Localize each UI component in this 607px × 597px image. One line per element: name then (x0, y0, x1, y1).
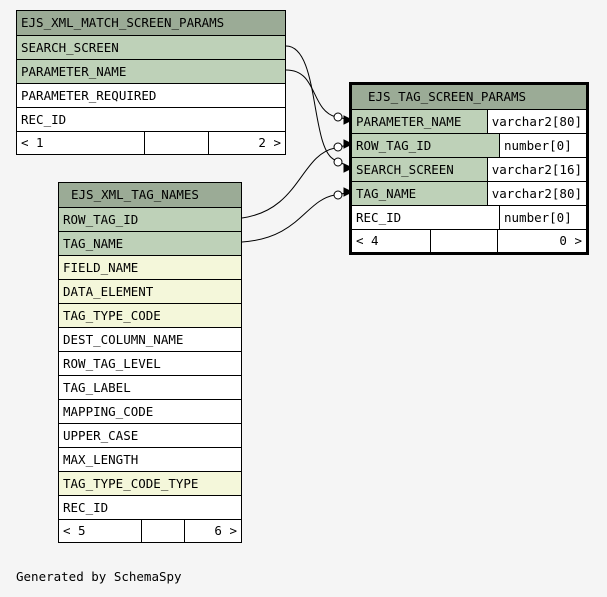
column-row[interactable]: PARAMETER_NAME varchar2[80] (352, 109, 586, 133)
table-title: EJS_TAG_SCREEN_PARAMS (352, 85, 586, 109)
column-name: DEST_COLUMN_NAME (63, 332, 184, 347)
crowfoot-marker (343, 115, 354, 125)
column-row[interactable]: SEARCH_SCREEN (17, 35, 285, 59)
column-row[interactable]: TAG_TYPE_CODE_TYPE (59, 471, 241, 495)
column-name: FIELD_NAME (63, 260, 139, 275)
edge-marker-circle (333, 112, 343, 122)
parents-count[interactable]: < 4 (356, 233, 379, 248)
column-name: TAG_TYPE_CODE_TYPE (63, 476, 199, 491)
column-name: SEARCH_SCREEN (21, 40, 119, 55)
edge-row-tag-id (241, 143, 353, 219)
column-name: DATA_ELEMENT (63, 284, 154, 299)
generated-by-caption: Generated by SchemaSpy (16, 569, 182, 584)
column-row[interactable]: ROW_TAG_LEVEL (59, 351, 241, 375)
edge-tag-name (241, 191, 353, 243)
column-row[interactable]: REC_ID number[0] (352, 205, 586, 229)
column-row[interactable]: ROW_TAG_ID number[0] (352, 133, 586, 157)
parents-count[interactable]: < 1 (21, 135, 44, 150)
column-name: SEARCH_SCREEN (356, 162, 454, 177)
children-count[interactable]: 0 > (559, 233, 582, 248)
edge-marker-circle (333, 142, 343, 152)
column-row[interactable]: DEST_COLUMN_NAME (59, 327, 241, 351)
crowfoot-marker (343, 163, 354, 173)
column-row[interactable]: SEARCH_SCREEN varchar2[16] (352, 157, 586, 181)
edge-parameter-name (285, 69, 353, 121)
footer-spacer (144, 132, 209, 154)
column-row[interactable]: TAG_LABEL (59, 375, 241, 399)
column-row[interactable]: DATA_ELEMENT (59, 279, 241, 303)
column-row[interactable]: MAPPING_CODE (59, 399, 241, 423)
footer-spacer (430, 230, 498, 252)
column-name: REC_ID (63, 500, 109, 515)
edge-marker-circle (333, 190, 343, 200)
column-row[interactable]: MAX_LENGTH (59, 447, 241, 471)
column-name: UPPER_CASE (63, 428, 139, 443)
table-title: EJS_XML_MATCH_SCREEN_PARAMS (17, 11, 285, 35)
column-name: PARAMETER_NAME (21, 64, 127, 79)
column-row[interactable]: ROW_TAG_ID (59, 207, 241, 231)
column-type: varchar2[80] (486, 182, 586, 205)
column-type: varchar2[80] (486, 110, 586, 133)
table-title-text: EJS_XML_MATCH_SCREEN_PARAMS (21, 15, 225, 30)
table-title-text: EJS_TAG_SCREEN_PARAMS (368, 89, 527, 104)
column-row[interactable]: TAG_TYPE_CODE (59, 303, 241, 327)
column-type: number[0] (499, 134, 586, 157)
table-title: EJS_XML_TAG_NAMES (59, 183, 241, 207)
column-type: varchar2[16] (486, 158, 586, 181)
column-name: REC_ID (356, 210, 402, 225)
column-row[interactable]: PARAMETER_NAME (17, 59, 285, 83)
column-row[interactable]: FIELD_NAME (59, 255, 241, 279)
children-count[interactable]: 2 > (258, 135, 281, 150)
column-name: TAG_NAME (63, 236, 124, 251)
table-footer: < 4 0 > (352, 229, 586, 252)
table-ejs-xml-match-screen-params[interactable]: EJS_XML_MATCH_SCREEN_PARAMS SEARCH_SCREE… (16, 10, 286, 155)
table-ejs-xml-tag-names[interactable]: EJS_XML_TAG_NAMES ROW_TAG_ID TAG_NAME FI… (58, 182, 242, 543)
table-footer: < 1 2 > (17, 131, 285, 154)
column-row[interactable]: REC_ID (59, 495, 241, 519)
column-name: MAX_LENGTH (63, 452, 139, 467)
column-row[interactable]: TAG_NAME varchar2[80] (352, 181, 586, 205)
column-row[interactable]: PARAMETER_REQUIRED (17, 83, 285, 107)
column-name: TAG_TYPE_CODE (63, 308, 161, 323)
crowfoot-marker (343, 139, 354, 149)
footer-spacer (141, 520, 185, 542)
crowfoot-marker (343, 187, 354, 197)
column-name: PARAMETER_REQUIRED (21, 88, 157, 103)
column-row[interactable]: UPPER_CASE (59, 423, 241, 447)
children-count[interactable]: 6 > (214, 523, 237, 538)
column-row[interactable]: TAG_NAME (59, 231, 241, 255)
column-row[interactable]: REC_ID (17, 107, 285, 131)
column-name: TAG_LABEL (63, 380, 131, 395)
column-name: ROW_TAG_LEVEL (63, 356, 161, 371)
column-name: MAPPING_CODE (63, 404, 154, 419)
table-footer: < 5 6 > (59, 519, 241, 542)
edge-marker-circle (333, 157, 343, 167)
column-name: ROW_TAG_ID (63, 212, 139, 227)
column-name: REC_ID (21, 112, 67, 127)
column-type: number[0] (499, 206, 586, 229)
column-name: ROW_TAG_ID (356, 138, 432, 153)
table-title-text: EJS_XML_TAG_NAMES (71, 187, 199, 202)
table-ejs-tag-screen-params[interactable]: EJS_TAG_SCREEN_PARAMS PARAMETER_NAME var… (349, 82, 589, 255)
column-name: PARAMETER_NAME (356, 114, 462, 129)
column-name: TAG_NAME (356, 186, 417, 201)
edge-search-screen (285, 45, 353, 169)
parents-count[interactable]: < 5 (63, 523, 86, 538)
